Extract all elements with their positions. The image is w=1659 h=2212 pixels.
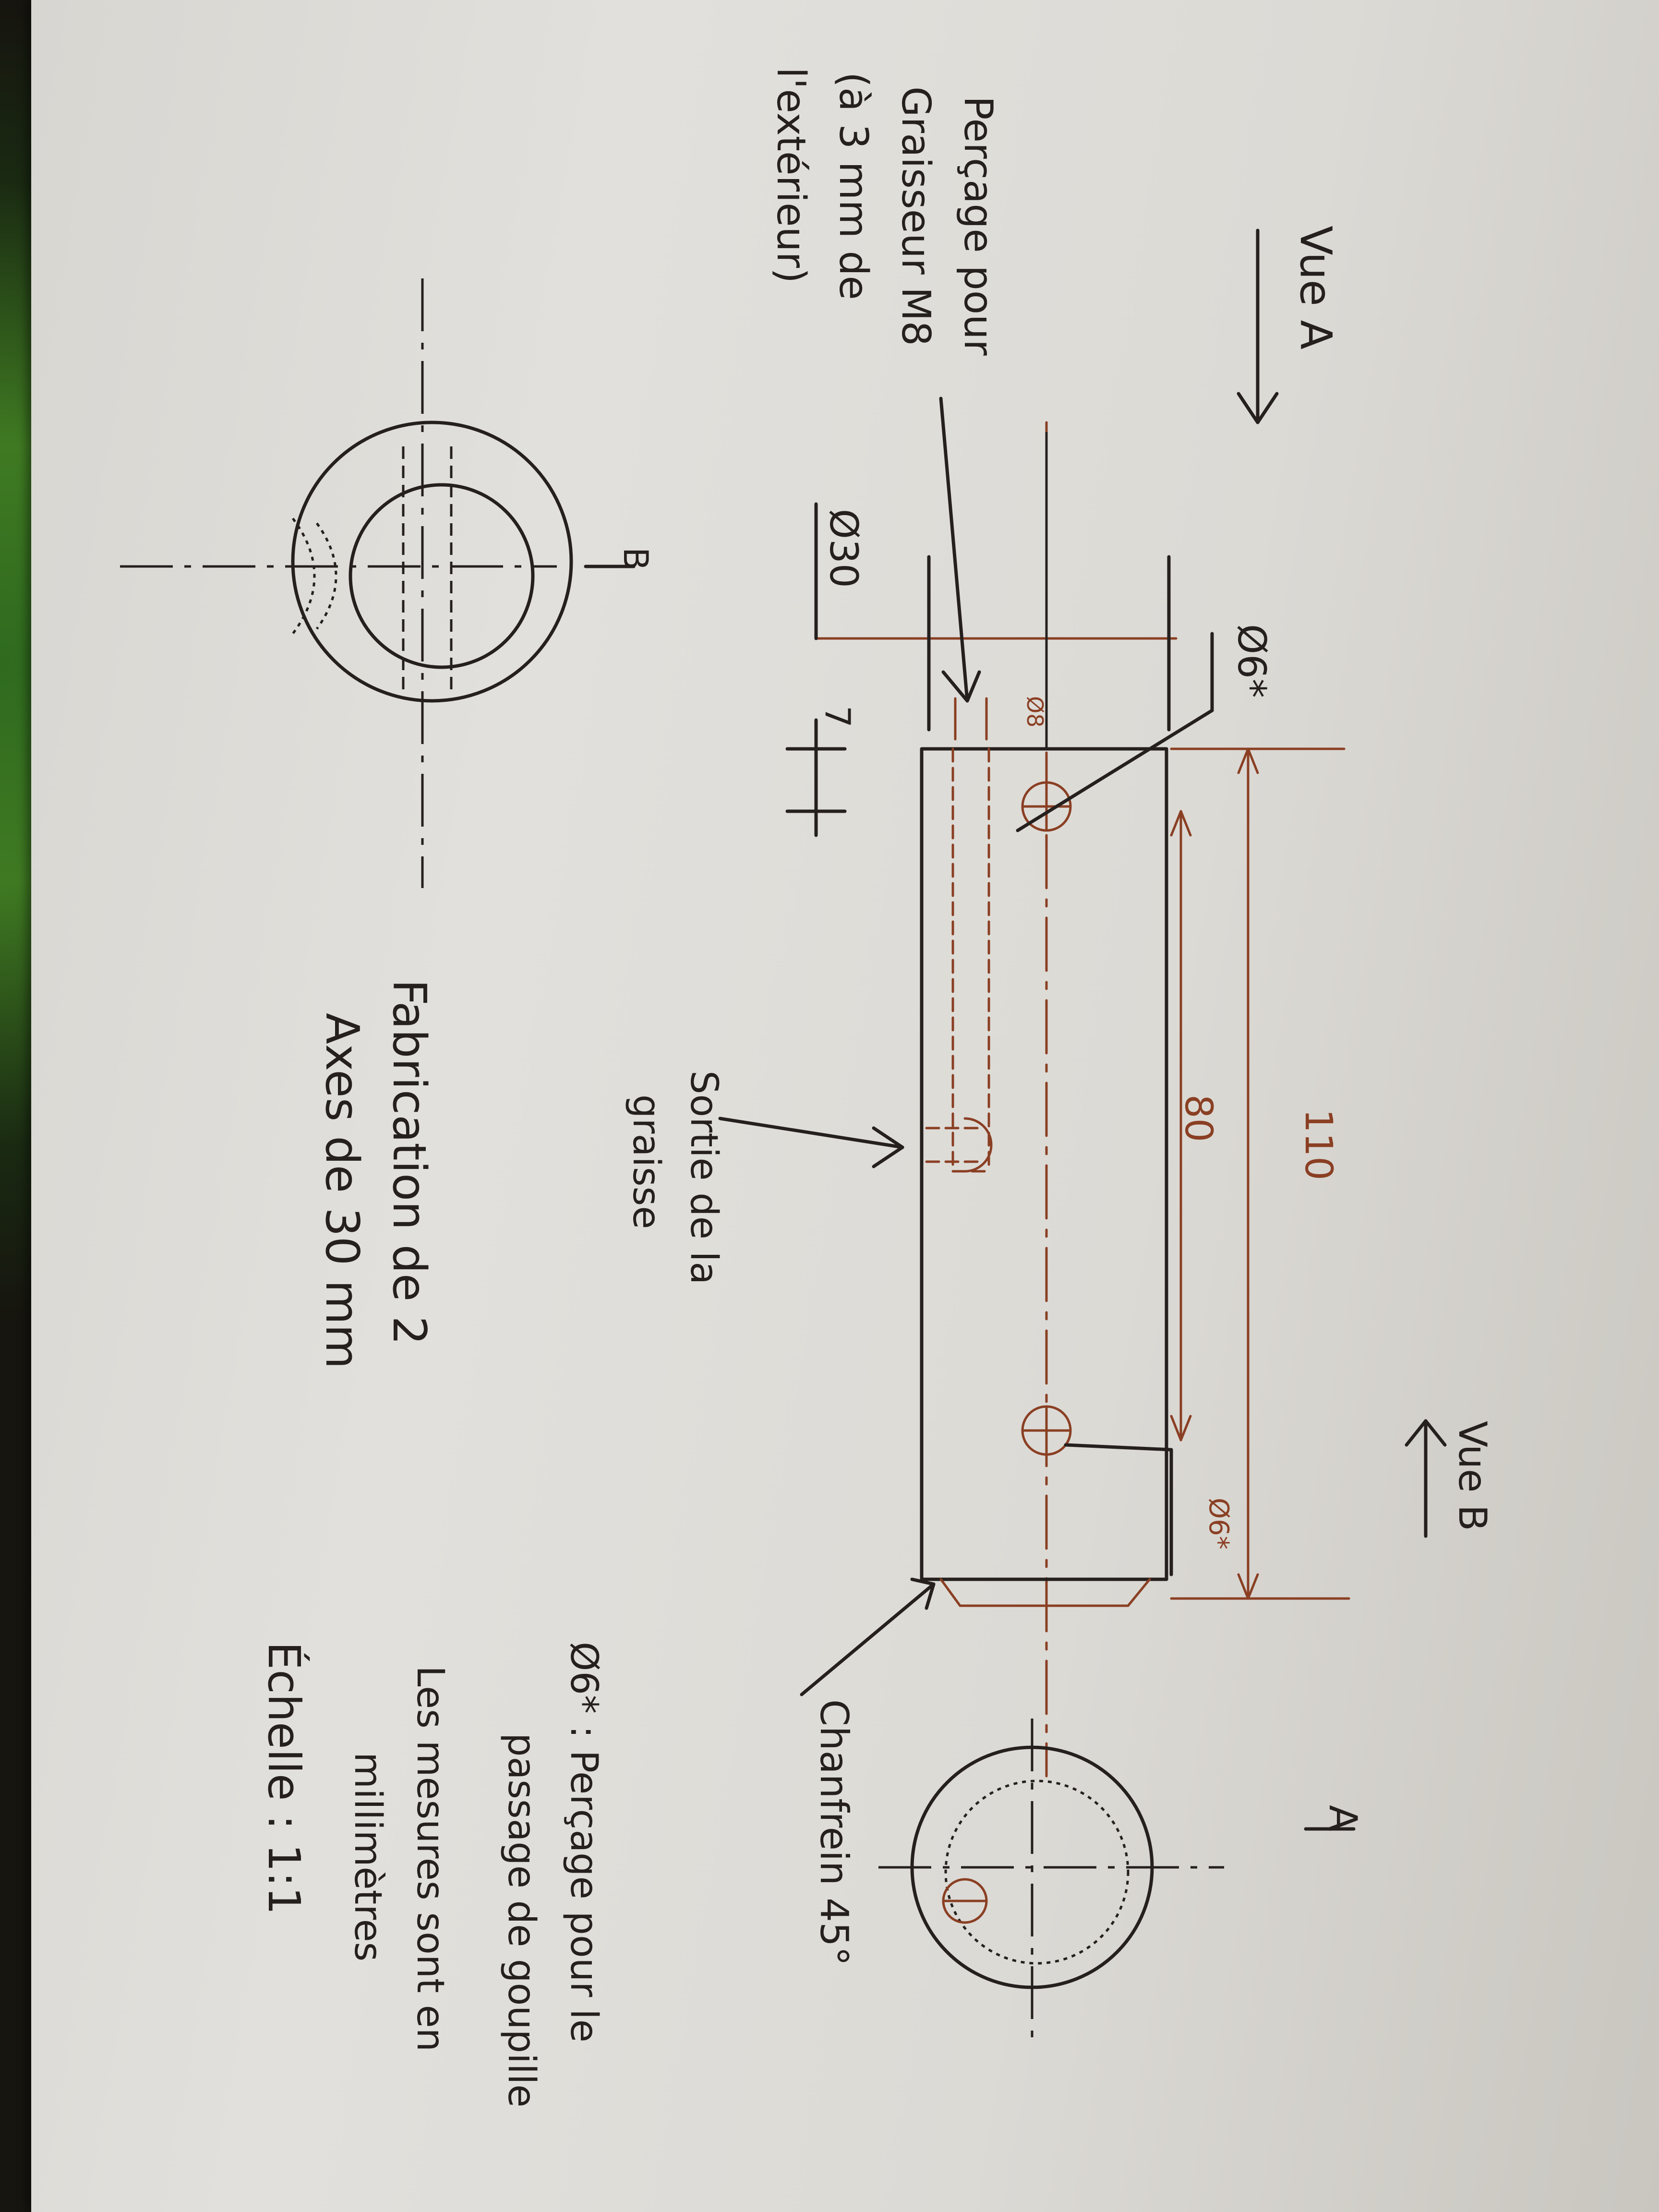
svg-text:Axes de 30 mm: Axes de 30 mm — [315, 1013, 368, 1369]
svg-text:graisse: graisse — [625, 1094, 668, 1229]
note-footnote: Ø6* : Perçage pour le passage de goupill… — [500, 1642, 605, 2107]
section-marker-a: A — [1321, 1805, 1365, 1831]
note-units: Les mesures sont en millimètres — [346, 1666, 452, 2052]
section-b-inner — [349, 483, 535, 669]
paper-sheet — [31, 0, 1659, 2212]
dim-total-length: 110 — [1297, 1109, 1340, 1180]
note-chamfer: Chanfrein 45° — [812, 1699, 856, 1966]
chamfer-line-right — [1127, 1578, 1151, 1607]
dim-diameter: Ø30 — [821, 509, 866, 588]
dim-grease-hole: Ø8 — [1022, 696, 1048, 727]
svg-text:Sortie de la: Sortie de la — [682, 1070, 725, 1285]
svg-text:passage de goupille: passage de goupille — [500, 1733, 543, 2107]
leader-grease-exit — [718, 1117, 904, 1149]
dim-pin-hole-right: Ø6* — [1203, 1498, 1234, 1550]
end-view-a — [878, 1719, 1224, 2040]
view-arrows — [584, 228, 1447, 1831]
dim-pin-hole-left: Ø6* — [1229, 624, 1274, 698]
svg-text:l'extérieur): l'extérieur) — [768, 67, 814, 283]
svg-text:millimètres: millimètres — [346, 1752, 389, 1961]
note-scale: Échelle : 1:1 — [258, 1642, 310, 1915]
svg-text:Fabrication de 2: Fabrication de 2 — [383, 979, 435, 1345]
end-view-inner — [944, 1779, 1130, 1965]
svg-text:(à 3 mm de: (à 3 mm de — [830, 72, 876, 300]
note-fabrication: Fabrication de 2 Axes de 30 mm — [315, 979, 435, 1369]
chamfer-line-left — [939, 1578, 962, 1607]
view-a-label: Vue A — [1290, 226, 1341, 349]
leaders — [718, 397, 981, 1696]
svg-text:Ø6* : Perçage pour le: Ø6* : Perçage pour le — [562, 1642, 605, 2043]
view-b-label: Vue B — [1450, 1421, 1495, 1531]
section-view-b — [120, 278, 573, 888]
leader-chamfer — [800, 1582, 936, 1696]
svg-text:Graisseur M8: Graisseur M8 — [893, 86, 938, 346]
dim-hole-offset: 7 — [817, 706, 858, 728]
dim-hole-spacing: 80 — [1177, 1094, 1220, 1142]
note-grease-exit: Sortie de la graisse — [625, 1070, 725, 1285]
svg-text:Les mesures sont en: Les mesures sont en — [409, 1666, 452, 2052]
leader-grease-fitting — [939, 397, 969, 703]
section-b-outer — [291, 421, 573, 703]
grease-exit-hole — [963, 1117, 993, 1173]
axis-side-view — [920, 421, 1168, 1778]
section-marker-b: B — [616, 547, 655, 570]
text-labels: Vue A Vue B A B Perçage pour Graisseur M… — [258, 67, 1495, 2107]
note-pin-hole: Perçage pour Graisseur M8 (à 3 mm de l'e… — [768, 67, 1001, 356]
dimensions: 110 80 Ø30 7 Ø8 Ø6* Ø6* — [785, 432, 1350, 1600]
svg-text:Perçage pour: Perçage pour — [955, 96, 1001, 356]
axis-body-outline — [920, 747, 1168, 1581]
